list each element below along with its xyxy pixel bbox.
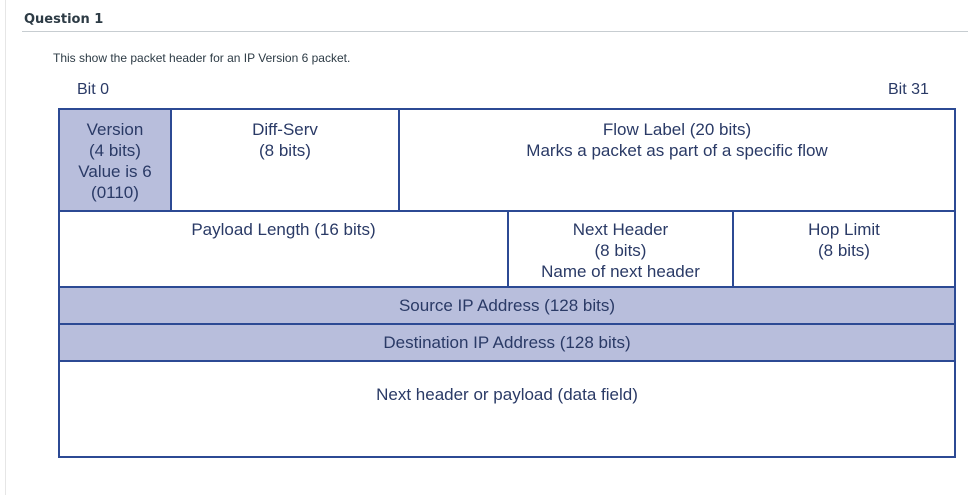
version-line-2: (4 bits) xyxy=(89,141,141,160)
next-header-line-3: Name of next header xyxy=(541,262,700,281)
hop-limit-field: Hop Limit (8 bits) xyxy=(732,210,956,288)
ipv6-header-diagram: Version (4 bits) Value is 6 (0110) Diff-… xyxy=(58,108,956,458)
payload-length-label: Payload Length (16 bits) xyxy=(191,220,376,239)
destination-address-label: Destination IP Address (128 bits) xyxy=(383,333,631,352)
flow-label-field: Flow Label (20 bits) Marks a packet as p… xyxy=(398,108,956,212)
payload-length-field: Payload Length (16 bits) xyxy=(58,210,509,288)
next-header-line-1: Next Header xyxy=(572,220,669,239)
bit-0-label: Bit 0 xyxy=(77,81,110,98)
payload-field: Next header or payload (data field) xyxy=(58,360,956,458)
version-line-4: (0110) xyxy=(91,183,139,202)
content-left-border xyxy=(5,0,6,495)
flow-label-line-1: Flow Label (20 bits) xyxy=(602,120,752,139)
source-address-field: Source IP Address (128 bits) xyxy=(58,286,956,325)
hop-limit-line-2: (8 bits) xyxy=(818,241,870,260)
destination-address-field: Destination IP Address (128 bits) xyxy=(58,323,956,362)
hop-limit-line-1: Hop Limit xyxy=(808,220,880,239)
source-address-label: Source IP Address (128 bits) xyxy=(398,296,616,315)
version-line-1: Version xyxy=(86,120,144,139)
payload-label: Next header or payload (data field) xyxy=(376,385,638,404)
diffserv-field: Diff-Serv (8 bits) xyxy=(170,108,400,212)
bit-31-label: Bit 31 xyxy=(888,81,929,98)
diffserv-line-1: Diff-Serv xyxy=(252,120,318,139)
flow-label-line-2: Marks a packet as part of a specific flo… xyxy=(526,141,828,160)
next-header-field: Next Header (8 bits) Name of next header xyxy=(507,210,734,288)
version-field: Version (4 bits) Value is 6 (0110) xyxy=(58,108,172,212)
version-line-3: Value is 6 xyxy=(78,162,152,181)
diffserv-line-2: (8 bits) xyxy=(259,141,311,160)
question-title: Question 1 xyxy=(24,12,104,27)
next-header-line-2: (8 bits) xyxy=(594,241,647,260)
question-divider xyxy=(22,31,968,32)
question-description: This show the packet header for an IP Ve… xyxy=(53,51,351,65)
